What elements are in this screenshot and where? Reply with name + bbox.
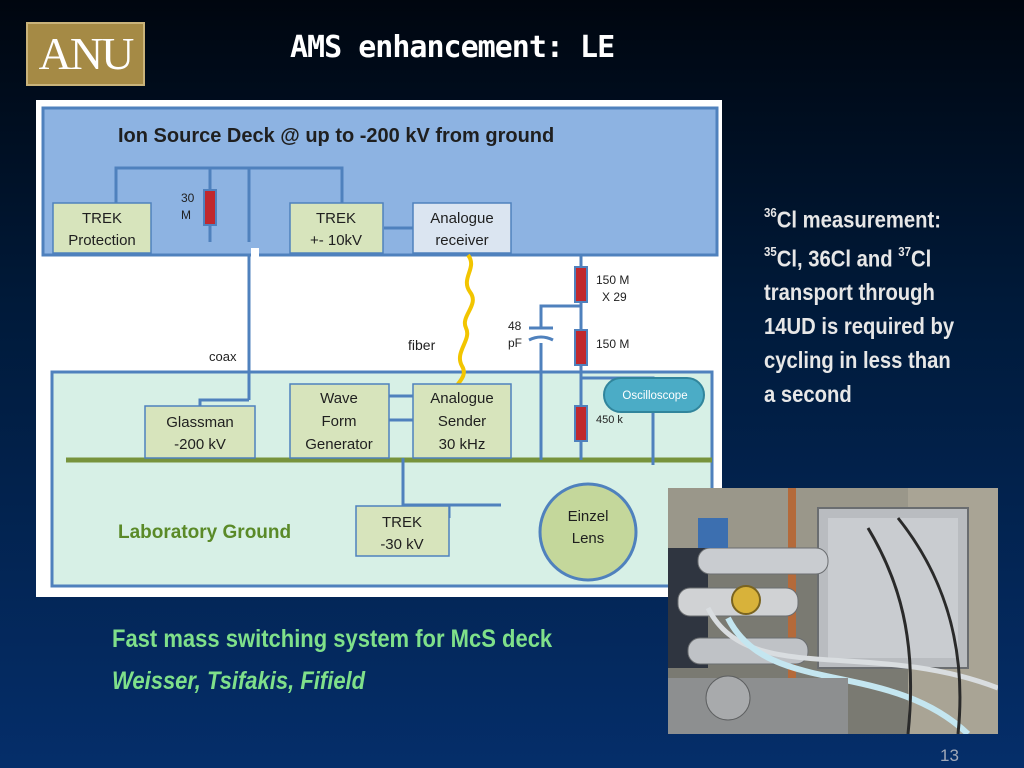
- oscilloscope-label: Oscilloscope: [622, 390, 687, 402]
- analogue-sender-box: [412, 383, 512, 459]
- side-line-5: cycling in less than: [764, 347, 951, 374]
- resistor-30m-label1: 30: [181, 191, 195, 205]
- glassman-line2: -200 kV: [174, 436, 226, 453]
- trek-30kv-box: [355, 505, 450, 557]
- r450k-label: 450 k: [596, 414, 623, 426]
- coax-label: coax: [209, 349, 237, 364]
- caption-authors: Weisser, Tsifakis, Fifield: [112, 667, 366, 695]
- side-line-2a-text: Cl, 36Cl and: [776, 245, 899, 272]
- analogue-receiver-line1: Analogue: [430, 210, 493, 227]
- wave-form-line3: Generator: [305, 436, 373, 453]
- diagram-svg: Ion Source Deck @ up to -200 kV from gro…: [41, 106, 719, 588]
- resistor-450k: [574, 405, 588, 442]
- trek-10kv-line1: TREK: [316, 210, 356, 227]
- einzel-line2: Lens: [572, 530, 605, 547]
- side-line-6: a second: [764, 381, 852, 408]
- analogue-sender-line3: 30 kHz: [439, 436, 486, 453]
- side-line-4: 14UD is required by: [764, 313, 955, 340]
- side-line-1-text: Cl measurement:: [776, 206, 941, 233]
- sup-36: 36: [764, 205, 777, 220]
- r150m-label: 150 M: [596, 337, 629, 351]
- cap-48pf-label1: 48: [508, 319, 522, 333]
- circuit-diagram: Ion Source Deck @ up to -200 kV from gro…: [36, 100, 722, 597]
- resistor-30m-label2: M: [181, 208, 191, 222]
- side-line-1: 36Cl measurement:: [764, 198, 975, 237]
- logo-text: ANU: [38, 28, 135, 79]
- fiber-label: fiber: [408, 337, 436, 353]
- resistor-30m: [203, 189, 217, 226]
- analogue-receiver-box: [412, 202, 512, 254]
- trek-10kv-line2: +- 10kV: [310, 232, 362, 249]
- cap-48pf-label2: pF: [508, 336, 522, 350]
- resistor-150m: [574, 329, 588, 366]
- capacitor-48pf: [528, 326, 554, 342]
- slide-title: AMS enhancement: LE: [290, 30, 615, 65]
- trek-protection-line1: TREK: [82, 210, 122, 227]
- glassman-line1: Glassman: [166, 414, 234, 431]
- trek-30kv-line1: TREK: [382, 514, 422, 531]
- deck-title: Ion Source Deck @ up to -200 kV from gro…: [118, 125, 554, 147]
- anu-logo: ANU: [26, 22, 145, 86]
- glassman-box: [144, 405, 256, 459]
- side-line-2: 35Cl, 36Cl and 37Cl: [764, 237, 975, 276]
- laboratory-ground-label: Laboratory Ground: [118, 522, 291, 543]
- einzel-line1: Einzel: [568, 508, 609, 525]
- caption-title: Fast mass switching system for McS deck: [112, 625, 553, 653]
- side-line-3: transport through: [764, 279, 935, 306]
- trek-protection-box: [52, 202, 152, 254]
- side-notes: 36Cl measurement: 35Cl, 36Cl and 37Cl tr…: [764, 198, 975, 411]
- equipment-photo: [668, 488, 998, 734]
- analogue-receiver-line2: receiver: [435, 232, 488, 249]
- equipment-photo-drawing: [668, 488, 998, 734]
- einzel-lens-circle: [538, 482, 638, 582]
- trek-30kv-line2: -30 kV: [380, 536, 423, 553]
- side-line-2b-text: Cl: [910, 245, 932, 272]
- wave-form-generator-box: [289, 383, 390, 459]
- page-number: 13: [940, 746, 959, 765]
- wave-form-line1: Wave: [320, 390, 358, 407]
- wiring: [114, 166, 655, 518]
- r150m-x29-label2: X 29: [602, 290, 627, 304]
- fiber-optic-cable: [452, 253, 475, 392]
- sup-37: 37: [898, 243, 911, 259]
- r150m-x29-label1: 150 M: [596, 273, 629, 287]
- resistor-150m-x29: [574, 266, 588, 303]
- wave-form-line2: Form: [322, 413, 357, 430]
- oscilloscope-box: [603, 377, 705, 413]
- analogue-sender-line2: Sender: [438, 413, 486, 430]
- trek-10kv-box: [289, 202, 384, 254]
- sup-35: 35: [764, 243, 777, 259]
- trek-protection-line2: Protection: [68, 232, 136, 249]
- analogue-sender-line1: Analogue: [430, 390, 493, 407]
